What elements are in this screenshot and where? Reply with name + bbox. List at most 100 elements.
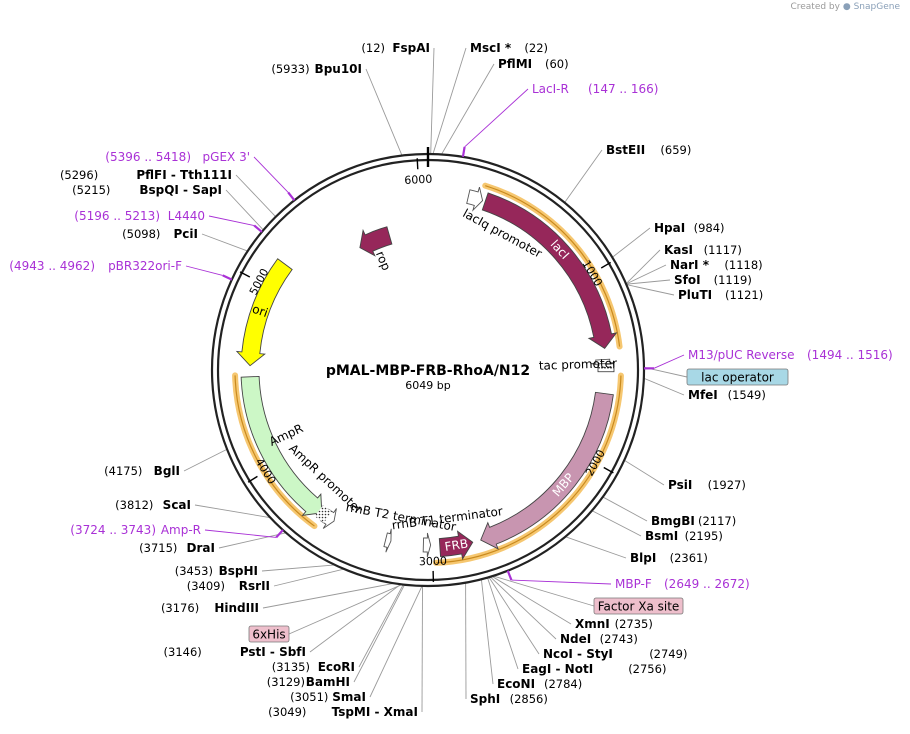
site-bspqi-name: BspQI - SapI (139, 183, 222, 197)
box-lac-operator (686, 368, 789, 386)
tick-mark (416, 158, 419, 170)
feature-label-tac: tac promoter (539, 356, 618, 373)
site-bsmi-name: BsmI (645, 529, 678, 543)
site-scai-name: ScaI (163, 498, 191, 512)
leader-fspai (430, 47, 435, 155)
site-bsphi-name: BspHI (219, 564, 258, 578)
leader-xmni (491, 575, 572, 625)
orf-arc-line (234, 375, 315, 527)
leader-pluti (626, 284, 675, 296)
leader-bpu10i (365, 68, 403, 156)
leader-bamhi (353, 584, 405, 683)
site-kasi-pos: (1117) (704, 243, 742, 257)
site-psii-pos: (1927) (708, 478, 746, 492)
box-6xhis-leader (288, 584, 403, 635)
leader-rsrii (273, 568, 345, 587)
plasmid-name: pMAL-MBP-FRB-RhoA/N12 (326, 363, 530, 379)
leader-psti (309, 583, 402, 653)
site-bgli-name: BglI (154, 464, 180, 478)
primer-pgex3-mark (287, 191, 296, 201)
site-pflfi-pos: (5296) (60, 168, 98, 182)
feature-rop (359, 226, 393, 257)
leader-bmgbi (602, 496, 648, 522)
primer-pgex3-name: pGEX 3' (203, 150, 250, 164)
site-psti-pos: (3146) (164, 645, 202, 659)
site-eagi-name: EagI - NotI (522, 662, 593, 676)
site-msci-name: MscI * (470, 41, 512, 55)
box-6xhis (248, 625, 290, 643)
site-blpi-name: BlpI (630, 551, 656, 565)
plasmid-size: 6049 bp (405, 379, 450, 392)
leader-mfei (643, 377, 685, 396)
tick-mark (603, 466, 614, 474)
site-smai-pos: (3051) (290, 690, 328, 704)
leader-psii (624, 459, 665, 486)
site-pflfi-name: PflFI - Tth111I (136, 168, 232, 182)
primer-mbp-f-range: (2649 .. 2672) (664, 577, 750, 591)
site-ncoi-pos: (2749) (649, 647, 687, 661)
leader-drai (218, 532, 287, 549)
feature-rrnb-t2 (383, 528, 392, 553)
leader-bgli (183, 448, 228, 472)
site-sfoi-name: SfoI (674, 273, 701, 287)
tick-label: 3000 (419, 555, 447, 569)
credit-brand: SnapGene (853, 2, 900, 12)
leader-scai (194, 504, 271, 519)
site-mfei-pos: (1549) (728, 388, 766, 402)
primer-mbp-f-mark (506, 570, 513, 581)
site-pcii-name: PciI (174, 227, 199, 241)
site-econi-name: EcoNI (497, 677, 535, 691)
primer-l4440-mark (253, 224, 263, 233)
leader-msci (432, 47, 467, 155)
leader-bsmi (591, 510, 642, 537)
site-bpu10i-pos: (5933) (271, 62, 309, 76)
leader-pflmi (441, 63, 495, 155)
primer-l4440-leader (208, 215, 255, 226)
site-tspmi-name: TspMI - XmaI (332, 705, 418, 719)
backbone (210, 147, 646, 588)
leader-tspmi (421, 585, 423, 713)
leader-sfoi (626, 279, 671, 285)
leader-bsteii (564, 149, 603, 203)
site-labels: FspAI(12)MscI *(22)PflMI(60)Bpu10I(5933)… (9, 41, 892, 719)
site-bsteii-pos: (659) (660, 143, 691, 157)
leader-bsphi (261, 564, 336, 572)
primer-m13-range: (1494 .. 1516) (807, 348, 893, 362)
primer-amp-r-mark (275, 529, 284, 539)
site-bsphi-pos: (3453) (175, 564, 213, 578)
leader-eagi (487, 577, 519, 670)
feature-laciq (466, 186, 484, 212)
primer-amp-r-range: (3724 .. 3743) (70, 523, 156, 537)
site-ecori-pos: (3135) (272, 660, 310, 674)
site-msci-pos: (22) (524, 41, 548, 55)
leader-econi (480, 579, 494, 685)
feature-label-rop: rop (373, 249, 393, 273)
site-sphi-pos: (2856) (510, 692, 548, 706)
leader-smai (369, 585, 423, 698)
site-mfei-name: MfeI (688, 388, 718, 402)
leader-pcii (201, 233, 248, 252)
feature-ori (235, 258, 293, 367)
site-bamhi-pos: (3129) (267, 675, 305, 689)
leader-pflfi (235, 174, 277, 218)
tick-mark (247, 475, 258, 483)
primer-pbr322ori-f-mark (222, 274, 233, 281)
site-smai-name: SmaI (332, 690, 366, 704)
primer-m13-name: M13/pUC Reverse (688, 348, 795, 362)
primer-pgex3-range: (5396 .. 5418) (105, 150, 191, 164)
feature-laci (481, 192, 618, 349)
site-bsmi-pos: (2195) (685, 529, 723, 543)
site-psti-name: PstI - SbfI (240, 645, 306, 659)
leader-ncoi (488, 576, 540, 655)
site-hpai-pos: (984) (694, 221, 725, 235)
tick-label: 6000 (404, 173, 433, 187)
site-ndei-pos: (2743) (600, 632, 638, 646)
tick-mark (600, 261, 612, 269)
primer-laci-r-leader (464, 88, 529, 148)
site-psii-name: PsiI (668, 478, 692, 492)
primer-mbp-f-leader (511, 579, 612, 585)
primer-pbr322ori-f-leader (185, 265, 223, 276)
orf-arc-line (435, 375, 622, 564)
site-sfoi-pos: (1119) (714, 273, 752, 287)
